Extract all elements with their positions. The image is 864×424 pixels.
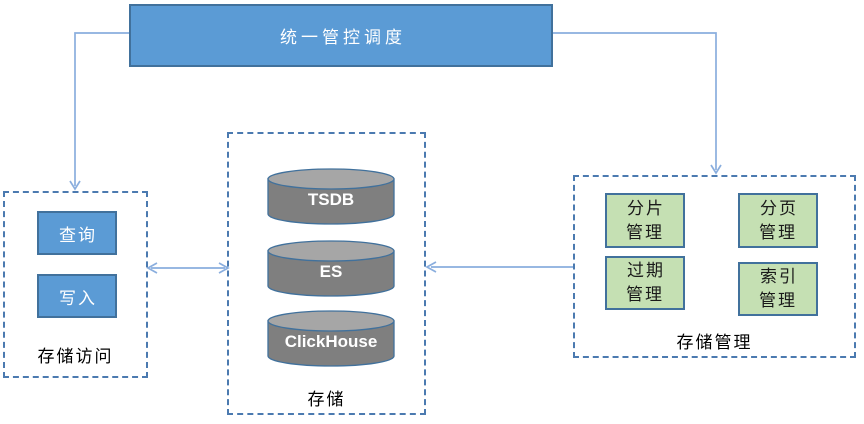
- index-management-box: 索引 管理: [738, 262, 818, 316]
- arrow-down-icon: [710, 164, 722, 175]
- clickhouse-label: ClickHouse: [284, 332, 378, 351]
- write-label: 写入: [59, 288, 97, 308]
- database-icon: [267, 310, 395, 367]
- scheduler-box: 统一管控调度: [129, 4, 553, 67]
- arrow-left-icon: [425, 261, 437, 273]
- arrow-down-icon: [69, 180, 81, 191]
- query-label: 查询: [59, 225, 97, 245]
- database-cylinder-es: ES: [267, 240, 395, 297]
- shard-management-box: 分片 管理: [605, 193, 685, 248]
- storage-management-label: 存储管理: [676, 333, 753, 352]
- storage-access-label: 存储访问: [37, 347, 114, 366]
- connector-scheduler-to-management: [553, 32, 717, 170]
- scheduler-label: 统一管控调度: [280, 28, 406, 47]
- database-icon: [267, 168, 395, 225]
- database-cylinder-clickhouse: ClickHouse: [267, 310, 395, 367]
- storage-group: [227, 132, 426, 415]
- database-icon: [267, 240, 395, 297]
- expiration-management-box: 过期 管理: [605, 256, 685, 310]
- storage-access-group: [3, 191, 148, 378]
- paging-management-box: 分页 管理: [738, 193, 818, 248]
- storage-management-group: [573, 175, 856, 358]
- write-box: 写入: [37, 274, 117, 318]
- database-cylinder-tsdb: TSDB: [267, 168, 395, 225]
- tsdb-label: TSDB: [307, 190, 355, 209]
- arrow-left-icon: [146, 262, 158, 274]
- connector-scheduler-to-access: [74, 32, 129, 186]
- query-box: 查询: [37, 211, 117, 255]
- es-label: ES: [319, 262, 343, 281]
- storage-label: 存储: [307, 390, 346, 409]
